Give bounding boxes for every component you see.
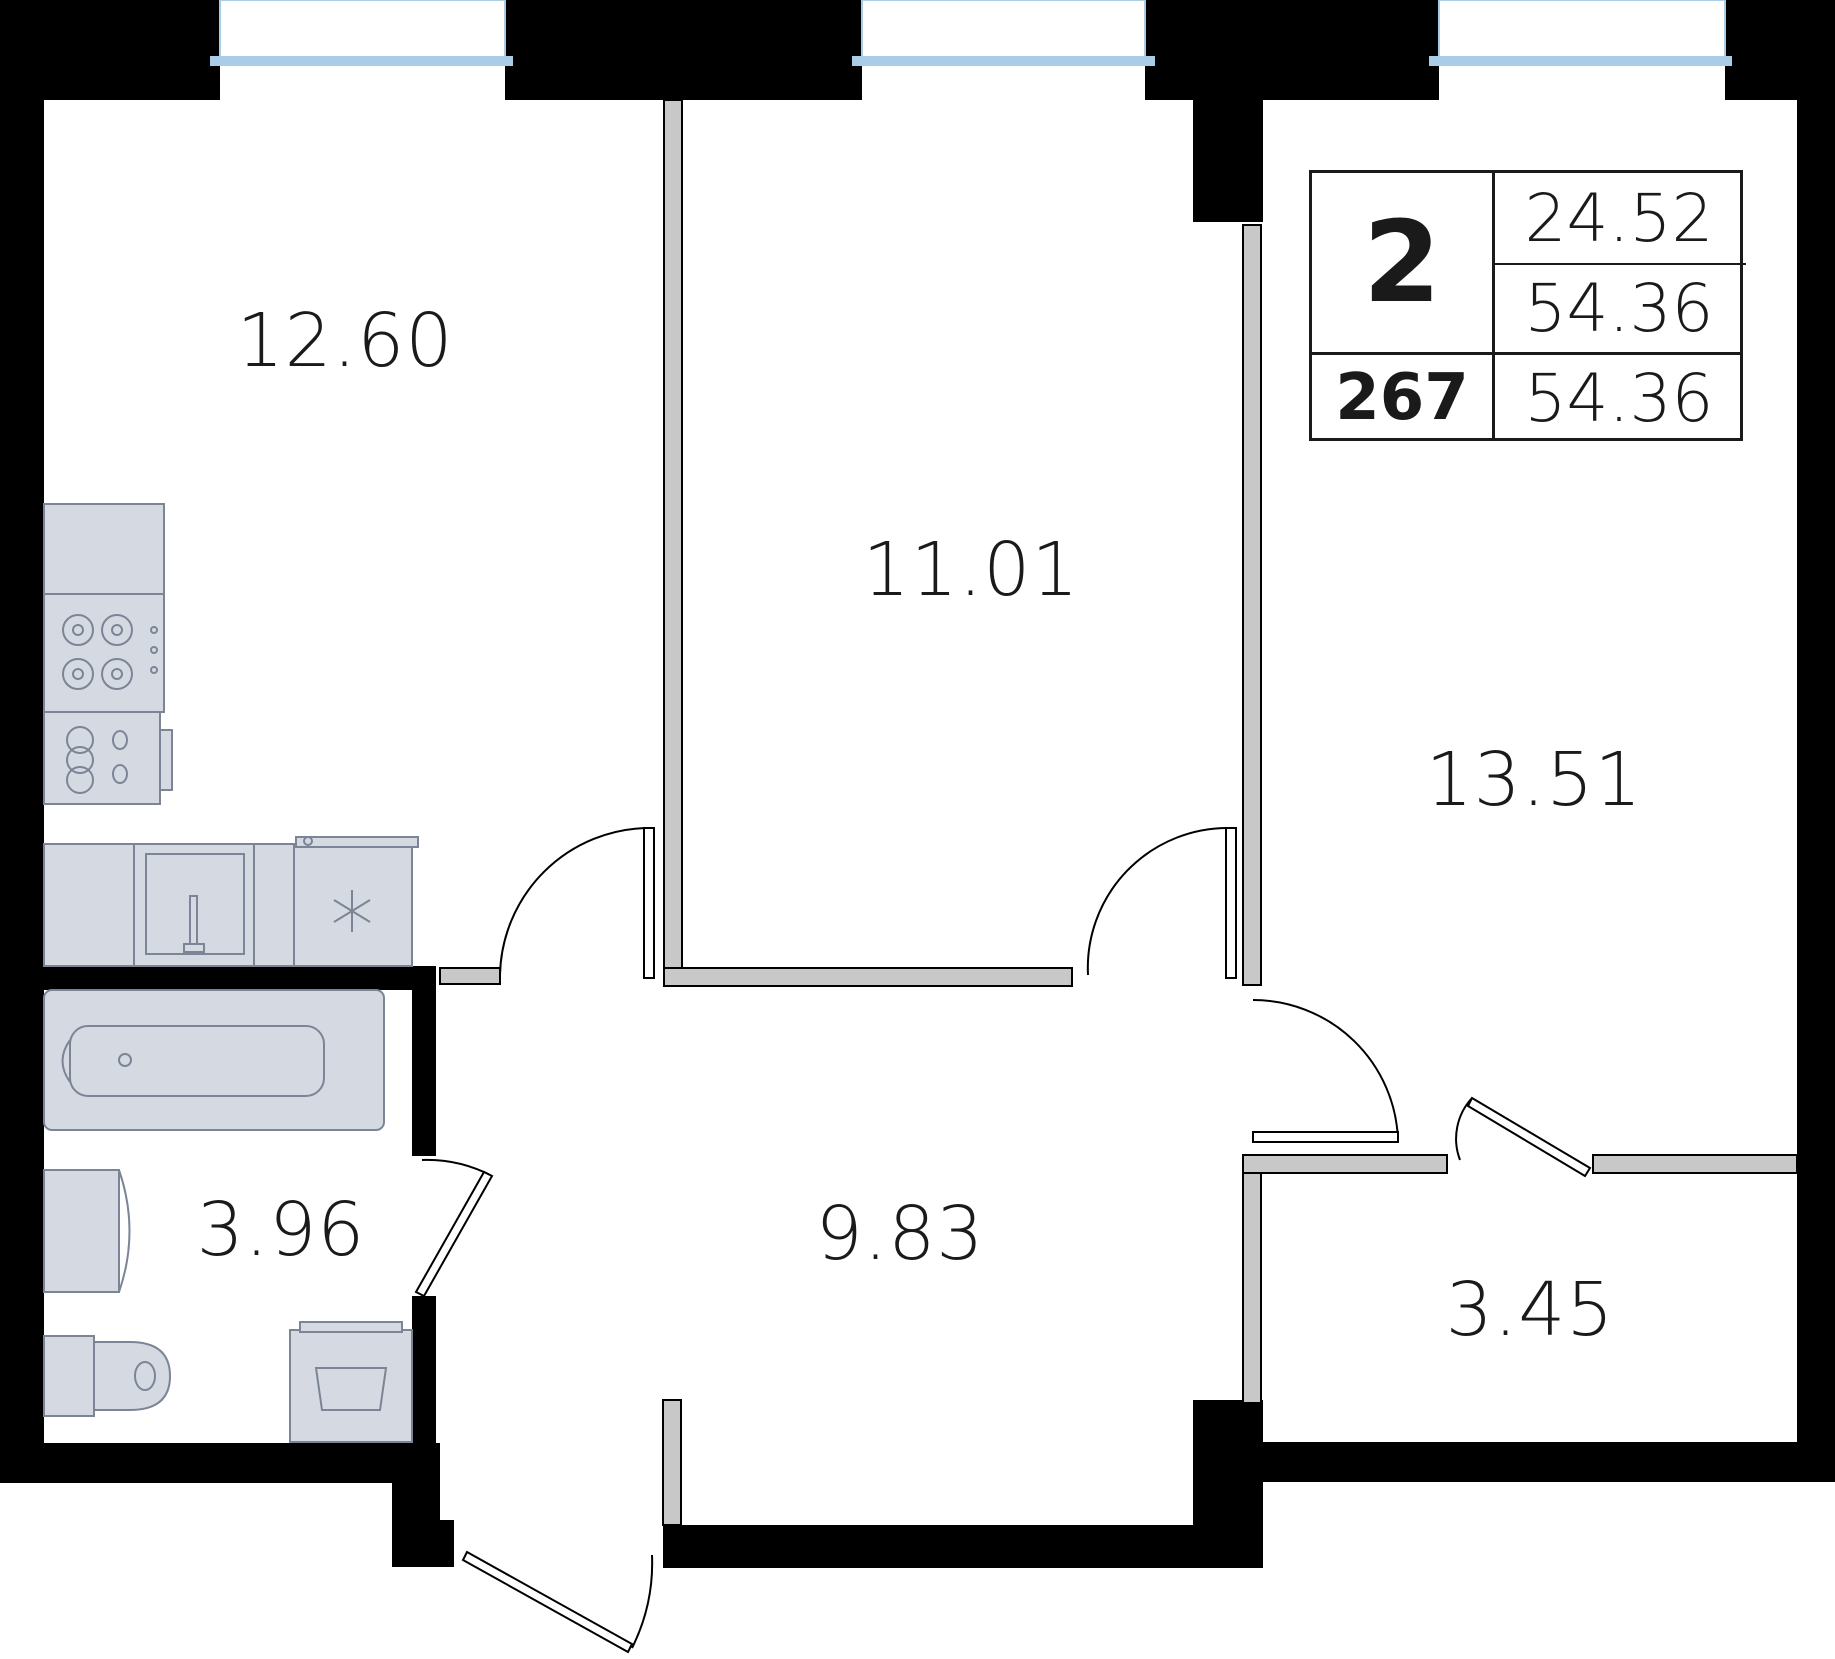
kitchen-area: 12.60 xyxy=(236,298,454,384)
table-divider xyxy=(1492,173,1495,438)
apartment-summary-table: 2 267 24.52 54.36 54.36 xyxy=(1309,170,1746,441)
table-divider xyxy=(1495,263,1746,265)
exterior-walls xyxy=(0,0,1835,1568)
bathroom-area: 3.96 xyxy=(196,1187,366,1273)
total-area-secondary: 54.36 xyxy=(1524,359,1714,437)
apartment-number: 267 xyxy=(1335,361,1469,435)
windows xyxy=(219,0,1726,61)
hall-area: 9.83 xyxy=(815,1191,985,1277)
bedroom-middle-area: 11.01 xyxy=(862,527,1080,613)
total-area: 54.36 xyxy=(1524,270,1714,347)
table-divider xyxy=(1312,352,1740,355)
bathroom-walls xyxy=(44,966,436,1446)
partitions xyxy=(439,99,1798,1526)
bedroom-right-area: 13.51 xyxy=(1425,737,1643,823)
doors xyxy=(414,826,1592,1654)
kitchen-fixtures xyxy=(43,503,419,967)
storage-area: 3.45 xyxy=(1445,1267,1615,1353)
living-area: 24.52 xyxy=(1524,179,1714,257)
bathroom-fixtures xyxy=(43,989,413,1443)
window-sills xyxy=(210,56,1732,66)
rooms-count: 2 xyxy=(1363,197,1441,328)
snowflake-icon xyxy=(333,890,371,932)
